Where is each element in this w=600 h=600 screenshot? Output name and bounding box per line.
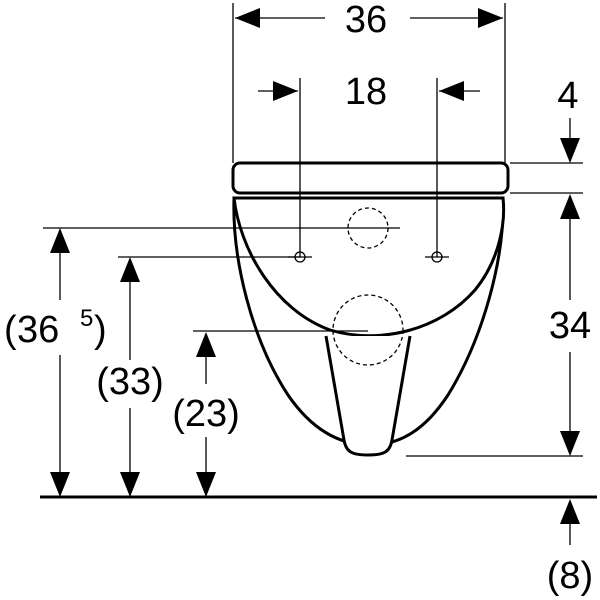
dim-overall-width-label: 36 [345,0,387,41]
lid-outline [232,196,506,338]
dim-rim-height-superscript: 5 [80,305,93,332]
dim-fixing-height-label: (33) [96,361,164,403]
dim-bowl-height-label: 34 [549,305,591,347]
dim-floor-offset: (8) [547,499,593,597]
dim-seat-thickness: 4 [510,75,583,194]
dim-rim-height-open: ( [4,309,17,351]
dim-bowl-height: 34 [406,194,591,457]
toilet-bowl [231,161,510,457]
dim-outlet-height-label: (23) [172,393,240,435]
dim-outlet-height: (23) [172,330,368,497]
dim-floor-offset-label: (8) [547,555,593,597]
dim-seat-thickness-label: 4 [557,75,578,117]
dim-overall-width: 36 [232,0,506,163]
seat-outline [231,161,510,195]
dim-rim-height: ( 36 5 ) [4,227,400,497]
outlet-spigot [324,335,412,457]
dim-fixing-spacing-label: 18 [345,71,387,113]
dim-rim-height-close: ) [94,309,107,351]
outlet-connection-dashed [332,294,404,366]
dim-fixing-spacing: 18 [258,71,480,257]
dim-fixing-height: (33) [96,256,300,497]
dim-rim-height-label: 36 [17,309,59,351]
